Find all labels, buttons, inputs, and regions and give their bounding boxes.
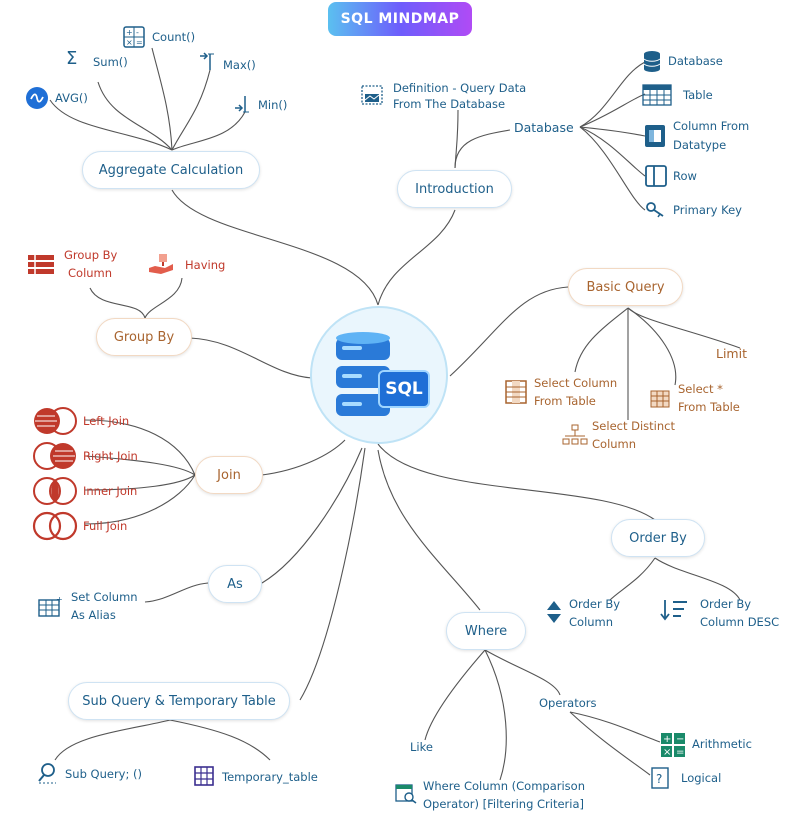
subquery-temporary-table-node[interactable]: Sub Query & Temporary Table (68, 682, 290, 720)
select-all-line1: Select * (678, 382, 723, 396)
where-node[interactable]: Where (446, 612, 526, 650)
sql-label: SQL (378, 370, 430, 408)
select-distinct-line2: Column (592, 437, 637, 451)
group-by-node[interactable]: Group By (96, 318, 192, 356)
table-icon (642, 84, 672, 106)
key-icon (645, 200, 667, 220)
row-label: Row (673, 169, 697, 183)
order-desc-line2: Column DESC (700, 615, 780, 629)
sort-desc-icon (660, 598, 688, 622)
order-asc-line1: Order By (569, 597, 621, 611)
svg-text:-: - (136, 28, 139, 37)
svg-text:−: − (676, 734, 684, 745)
group-column-icon (27, 254, 55, 274)
svg-text:×: × (126, 38, 133, 47)
inner-join-icon (33, 477, 77, 505)
alias-table-icon: + (38, 596, 62, 618)
basic-query-node[interactable]: Basic Query (568, 268, 683, 306)
sub-query-label: Sub Query; () (65, 767, 142, 781)
where-column-line1: Where Column (Comparison (423, 779, 585, 793)
svg-text:+: + (663, 734, 671, 745)
order-desc-line1: Order By (700, 597, 752, 611)
left-join-label: Left Join (83, 414, 130, 428)
group-column-line2: Column (68, 266, 113, 280)
svg-text:=: = (676, 747, 684, 757)
full-join-icon (32, 511, 78, 541)
subquery-search-icon (36, 762, 58, 784)
inner-join-label: Inner Join (83, 484, 138, 498)
database-label: Database (668, 54, 723, 68)
database-stack-icon (336, 332, 390, 416)
aggregate-calculation-node[interactable]: Aggregate Calculation (82, 151, 260, 189)
sort-asc-icon (546, 600, 562, 624)
arithmetic-icon: +−× = (661, 733, 685, 757)
svg-text:=: = (136, 38, 143, 47)
column-line2: Datatype (673, 138, 727, 152)
image-definition-icon (361, 85, 383, 105)
logical-icon: ? (651, 767, 669, 789)
logical-label: Logical (681, 771, 722, 785)
having-hand-icon (147, 252, 175, 276)
sum-label: Sum() (93, 55, 128, 69)
group-column-line1: Group By (64, 248, 118, 262)
alias-line1: Set Column (71, 590, 138, 604)
as-node[interactable]: As (208, 565, 262, 603)
max-arrow-icon (198, 52, 216, 72)
where-column-icon (395, 784, 417, 804)
definition-line1: Definition - Query Data (393, 81, 527, 95)
svg-text:+: + (126, 28, 133, 37)
table-label: Table (683, 88, 713, 102)
alias-line2: As Alias (71, 608, 116, 622)
right-join-icon (33, 442, 76, 470)
select-column-icon (505, 380, 527, 404)
introduction-node[interactable]: Introduction (397, 170, 512, 208)
select-all-line2: From Table (678, 400, 740, 414)
select-distinct-icon (562, 424, 588, 446)
left-join-icon (34, 407, 77, 435)
database-icon (642, 50, 662, 72)
svg-text:+: + (56, 596, 62, 604)
select-all-icon (650, 390, 670, 408)
order-asc-line2: Column (569, 615, 614, 629)
min-arrow-icon (233, 94, 251, 114)
like-label: Like (410, 740, 433, 754)
count-label: Count() (152, 30, 196, 44)
select-distinct-line1: Select Distinct (592, 419, 675, 433)
column-line1: Column From (673, 119, 750, 133)
arithmetic-label: Arithmetic (692, 737, 752, 751)
database-node[interactable]: Database (514, 120, 574, 135)
where-column-line2: Operator) [Filtering Criteria] (423, 797, 585, 811)
svg-text:?: ? (656, 772, 662, 786)
mindmap-title: SQL MINDMAP (328, 2, 472, 36)
select-column-line2: From Table (534, 394, 596, 408)
primary-key-label: Primary Key (673, 203, 742, 217)
full-join-label: Full Join (83, 519, 128, 533)
definition-line2: From The Database (393, 97, 506, 111)
select-column-line1: Select Column (534, 376, 618, 390)
svg-text:×: × (663, 747, 671, 757)
limit-label: Limit (716, 346, 747, 361)
max-label: Max() (223, 58, 256, 72)
row-icon (645, 165, 667, 187)
sql-center-node: SQL (310, 306, 448, 444)
right-join-label: Right Join (83, 449, 138, 463)
order-by-node[interactable]: Order By (611, 519, 705, 557)
column-datatype-icon (644, 124, 666, 148)
avg-label: AVG() (55, 91, 88, 105)
operators-label: Operators (539, 696, 597, 710)
min-label: Min() (258, 98, 288, 112)
calculator-icon: +-×= (123, 26, 145, 48)
temporary-table-icon (194, 766, 214, 786)
temporary-table-label: Temporary_table (222, 770, 318, 784)
sigma-icon: Σ (66, 48, 78, 69)
avg-wave-icon (26, 87, 48, 109)
join-node[interactable]: Join (195, 456, 263, 494)
having-label: Having (185, 258, 226, 272)
